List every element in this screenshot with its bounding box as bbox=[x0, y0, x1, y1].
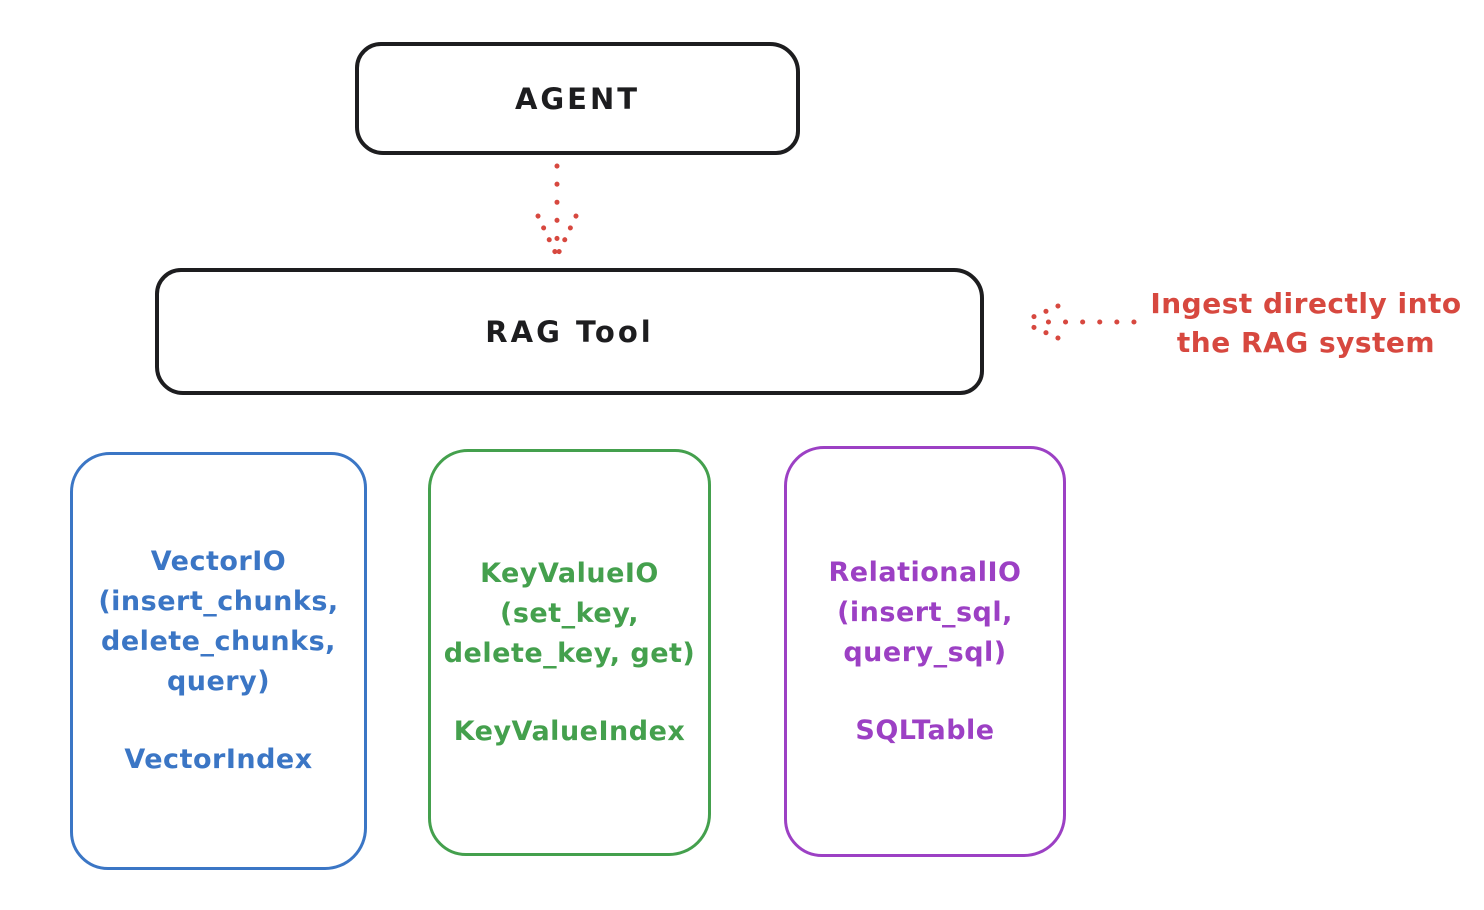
relational-io-box: RelationalIO (insert_sql, query_sql) SQL… bbox=[784, 446, 1066, 857]
ingest-dotted-arrow-icon bbox=[1021, 303, 1137, 341]
relational-io-title: RelationalIO bbox=[828, 556, 1022, 588]
agent-to-ragtool-dotted-arrow-icon bbox=[535, 163, 579, 257]
vector-io-box: VectorIO (insert_chunks, delete_chunks, … bbox=[70, 452, 367, 870]
keyvalue-io-method-line: (set_key, bbox=[500, 597, 639, 629]
rag-tool-box: RAG Tool bbox=[155, 268, 984, 395]
vector-io-method-line: delete_chunks, bbox=[101, 626, 336, 657]
relational-io-method-line: (insert_sql, bbox=[837, 596, 1013, 628]
agent-label: AGENT bbox=[514, 81, 641, 116]
vector-io-methods: VectorIO (insert_chunks, delete_chunks, … bbox=[98, 542, 338, 702]
keyvalue-io-method-line: delete_key, get) bbox=[443, 637, 696, 669]
ingest-annotation: Ingest directly into the RAG system bbox=[1138, 284, 1474, 362]
vector-index-label: VectorIndex bbox=[124, 744, 313, 775]
relational-io-methods: RelationalIO (insert_sql, query_sql) bbox=[829, 553, 1022, 673]
vector-io-method-line: query) bbox=[166, 666, 271, 697]
rag-tool-label: RAG Tool bbox=[485, 314, 654, 349]
keyvalue-io-box: KeyValueIO (set_key, delete_key, get) Ke… bbox=[428, 449, 711, 856]
ingest-annotation-line2: the RAG system bbox=[1176, 326, 1436, 359]
keyvalue-index-label: KeyValueIndex bbox=[453, 715, 686, 747]
relational-io-method-line: query_sql) bbox=[843, 636, 1007, 668]
keyvalue-io-methods: KeyValueIO (set_key, delete_key, get) bbox=[444, 554, 696, 674]
ingest-annotation-line1: Ingest directly into bbox=[1150, 287, 1462, 320]
sql-table-label: SQLTable bbox=[855, 714, 995, 746]
vector-io-title: VectorIO bbox=[150, 546, 287, 577]
vector-io-method-line: (insert_chunks, bbox=[98, 586, 339, 617]
keyvalue-io-title: KeyValueIO bbox=[480, 557, 659, 589]
agent-box: AGENT bbox=[355, 42, 800, 155]
